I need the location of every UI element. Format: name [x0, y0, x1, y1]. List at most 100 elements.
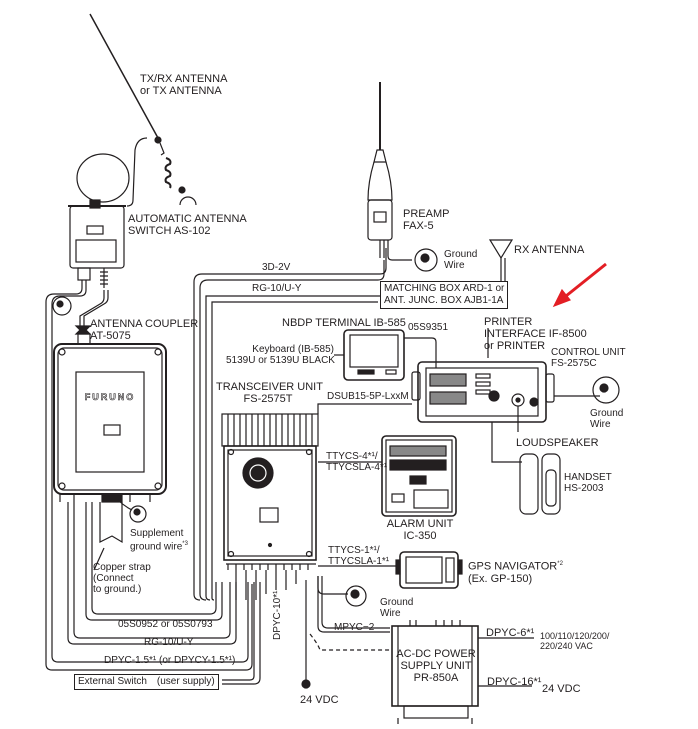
label-line: Wire — [380, 608, 401, 619]
tx-antenna-label: TX/RX ANTENNA or TX ANTENNA — [140, 73, 227, 97]
label-line: Wire — [590, 419, 611, 430]
ground-wire-label-preamp: Ground Wire — [444, 249, 477, 271]
antenna-coupler-unit — [53, 325, 167, 502]
label-line: IC-350 — [403, 530, 437, 542]
copper-strap — [93, 493, 147, 571]
antenna-switch-label: AUTOMATIC ANTENNA SWITCH AS-102 — [128, 213, 247, 237]
label-line: TX/RX ANTENNA — [140, 73, 228, 85]
ac-supply-label: 100/110/120/200/ 220/240 VAC — [540, 631, 609, 651]
rx-antenna-label: RX ANTENNA — [514, 244, 585, 256]
power-supply-label: AC-DC POWER SUPPLY UNIT PR-850A — [394, 648, 478, 684]
copper-strap-label: Copper strap (Connect to ground.) — [93, 562, 151, 595]
cable-label-05s0952: 05S0952 or 05S0793 — [118, 619, 213, 630]
label-line: 100/110/120/200/ — [540, 631, 610, 641]
label-line: AC-DC POWER — [396, 648, 476, 660]
footnote-mark: *2 — [557, 561, 563, 567]
cable-switch-left — [45, 280, 83, 612]
label-line: MATCHING BOX ARD-1 or — [384, 283, 505, 294]
dc-terminal — [301, 679, 311, 689]
ground-symbol-control — [592, 376, 620, 404]
label-line: PREAMP — [403, 208, 450, 220]
nbdp-terminal-label: NBDP TERMINAL IB-585 — [282, 317, 406, 329]
label-line: Supplement — [130, 528, 184, 539]
label-line: Ground — [444, 249, 478, 260]
alarm-unit — [381, 435, 457, 517]
label-line: AT-5075 — [90, 330, 131, 342]
transceiver-unit — [221, 413, 319, 600]
label-line: ground wire — [130, 541, 183, 553]
cable-dpyc15 — [45, 584, 253, 671]
label-line: ANTENNA COUPLER — [90, 318, 199, 330]
label-line: PRINTER — [484, 316, 533, 328]
control-unit-label: CONTROL UNIT FS-2575C — [551, 347, 626, 369]
gps-label: GPS NAVIGATOR*2 (Ex. GP-150) — [468, 558, 563, 585]
ground-symbol-transceiver — [345, 585, 367, 607]
cable-mpyc2 — [317, 576, 390, 633]
matching-box-label: MATCHING BOX ARD-1 or ANT. JUNC. BOX AJB… — [380, 281, 509, 309]
cable-label-rg10-bottom: RG-10/U-Y — [144, 637, 194, 648]
cable-label-05s9351: 05S9351 — [408, 322, 449, 333]
label-line: TTYCS-4*¹/ — [326, 451, 378, 462]
label-line: to ground.) — [93, 584, 142, 595]
cable-05s0952 — [85, 502, 223, 621]
furuno-logo: FURUNO — [85, 392, 136, 402]
label-line: Copper strap — [93, 562, 151, 573]
cable-label-ttycs1: TTYCS-1*¹/ TTYCSLA-1*¹ — [328, 545, 389, 567]
label-line: Wire — [444, 260, 465, 271]
antenna-switch-unit — [68, 199, 126, 288]
label-line: HS-2003 — [564, 483, 604, 494]
ground-wire-label-transceiver: Ground Wire — [380, 597, 413, 619]
handset — [519, 453, 561, 515]
label-line: or PRINTER — [484, 340, 546, 352]
supplement-ground-label: Supplement ground wire*3 — [130, 528, 188, 552]
label-line: 220/240 VAC — [540, 641, 593, 651]
cable-rg10-top — [205, 295, 384, 601]
label-line: Ground — [590, 408, 624, 419]
label-line: ANT. JUNC. BOX AJB1-1A — [384, 295, 504, 306]
cable-external-switch — [222, 582, 261, 685]
cable-label-dpyc16: DPYC-16*¹ — [487, 676, 542, 688]
cable-rg10-bottom — [67, 502, 237, 645]
label-line: AUTOMATIC ANTENNA — [128, 213, 247, 225]
alarm-unit-label: ALARM UNIT IC-350 — [382, 518, 458, 542]
cable-label-3d2v: 3D-2V — [262, 262, 291, 273]
label-line: FS-2575T — [243, 393, 293, 405]
label-line: INTERFACE IF-8500 — [484, 328, 587, 340]
label-line: SWITCH AS-102 — [128, 225, 211, 237]
loop-antenna — [76, 153, 130, 203]
ground-symbol — [52, 296, 72, 316]
label-line: 5139U or 5139U BLACK — [226, 355, 335, 366]
tx-antenna — [89, 13, 197, 207]
dc-supply-right-label: 24 VDC — [542, 683, 581, 695]
cable-label-ttycs4: TTYCS-4*¹/ TTYCSLA-4*¹ — [326, 451, 387, 473]
label-line: HANDSET — [564, 472, 612, 483]
label-line: FAX-5 — [403, 220, 434, 232]
label-line: TTYCSLA-1*¹ — [328, 556, 390, 567]
cable-label-dpyc6: DPYC-6*¹ — [486, 627, 535, 639]
loudspeaker-label: LOUDSPEAKER — [516, 437, 599, 449]
label-line: TTYCSLA-4*¹ — [326, 462, 388, 473]
dc-supply-bottom-label: 24 VDC — [300, 694, 339, 706]
footnote-mark: *3 — [182, 541, 188, 547]
highlight-arrow — [552, 262, 607, 308]
cable-dsub — [317, 403, 412, 414]
label-line: PR-850A — [413, 672, 459, 684]
label-line: Ground — [380, 597, 414, 608]
cable-label-dpyc10: DPYC-10*¹ — [272, 590, 283, 640]
label-line: (Ex. GP-150) — [468, 572, 533, 585]
label-line: (Connect — [93, 573, 134, 584]
label-line: CONTROL UNIT — [551, 347, 626, 358]
cable-label-dpyc15: DPYC-1.5*¹ (or DPYCY-1.5*¹) — [104, 655, 236, 666]
label-line: FS-2575C — [551, 358, 597, 369]
label-line: GPS NAVIGATOR — [468, 560, 558, 573]
label-line: TRANSCEIVER UNIT — [216, 381, 323, 393]
label-line: TTYCS-1*¹/ — [328, 545, 380, 556]
ground-symbol-preamp — [414, 248, 438, 272]
printer-label: PRINTER INTERFACE IF-8500 or PRINTER — [484, 316, 587, 352]
external-switch-label: External Switch (user supply) — [74, 674, 219, 690]
label-line: SUPPLY UNIT — [400, 660, 472, 672]
label-line: ALARM UNIT — [386, 518, 454, 530]
power-supply-unit — [391, 620, 534, 724]
transceiver-label: TRANSCEIVER UNIT FS-2575T — [216, 381, 323, 405]
